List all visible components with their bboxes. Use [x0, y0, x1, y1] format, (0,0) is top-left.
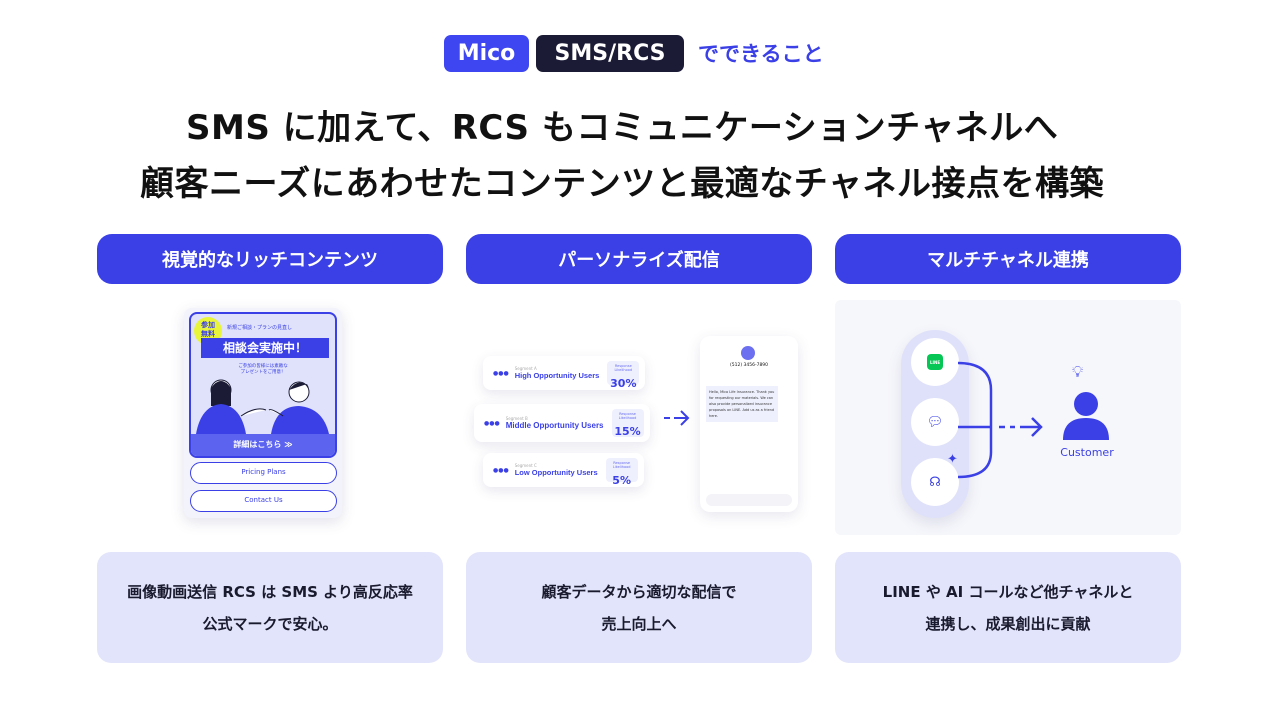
title-line-2: 顧客ニーズにあわせたコンテンツと最適なチャネル接点を構築: [140, 164, 1104, 204]
segment-name: Middle Opportunity Users: [505, 421, 604, 430]
multichannel-illustration: LINE 💬︎ ☊ ✦ 💡︎ Customer: [835, 300, 1181, 535]
users-icon: ●●●: [484, 419, 500, 427]
phone-mockup: (512) 3456-7890 Hello, Mico Life Insuran…: [700, 336, 798, 512]
sparkle-icon: ✦: [947, 452, 958, 467]
segment-label: Segment B: [505, 416, 528, 421]
desc-line-2: 公式マークで安心。: [202, 614, 338, 633]
users-icon: ●●●: [493, 369, 509, 377]
heading-multichannel: マルチチャネル連携: [835, 234, 1181, 284]
heading-personalized: パーソナライズ配信: [466, 234, 812, 284]
likelihood: Response Likelihood 5%: [605, 458, 638, 487]
connector-lines: [957, 361, 1043, 479]
message-input: [706, 494, 792, 506]
likelihood-label: Response Likelihood: [618, 412, 637, 420]
sms-rcs-badge: SMS/RCS: [536, 35, 684, 72]
customer-label: Customer: [1060, 446, 1114, 459]
poster-banner: 相談会実施中！: [201, 338, 329, 358]
people-illustration: [196, 379, 329, 434]
segment-name: High Opportunity Users: [514, 371, 600, 380]
desc-line-1: LINE や AI コールなど他チャネルと: [882, 582, 1134, 601]
segment-name: Low Opportunity Users: [514, 468, 598, 477]
rcs-message: Hello, Mico Life Insurance. Thank you fo…: [706, 386, 778, 422]
likelihood-label: Response Likelihood: [614, 364, 633, 372]
poster-subtitle: 新規ご相談・プランの見直し: [227, 325, 293, 331]
desc-line-2: 売上向上へ: [601, 614, 677, 633]
contact-avatar: [741, 346, 755, 360]
segment-label: Segment A: [514, 366, 537, 371]
likelihood: Response Likelihood 15%: [611, 409, 644, 438]
desc-rich-content: 画像動画送信 RCS は SMS より高反応率公式マークで安心。: [97, 552, 443, 663]
lightbulb-icon: 💡︎: [1072, 362, 1084, 381]
poster: 参加無料 新規ご相談・プランの見直し 相談会実施中！ ご参加の皆様には素敵なプレ…: [189, 312, 337, 458]
mico-badge: Mico: [444, 35, 529, 72]
phone-number: (512) 3456-7890: [729, 363, 769, 368]
segment-label: Segment C: [514, 463, 537, 468]
rich-content-illustration: 参加無料 新規ご相談・プランの見直し 相談会実施中！ ご参加の皆様には素敵なプレ…: [97, 300, 443, 535]
line-icon: LINE: [927, 354, 943, 370]
desc-line-1: 画像動画送信 RCS は SMS より高反応率: [127, 582, 413, 601]
users-icon: ●●●: [493, 466, 509, 474]
likelihood-value: 15%: [614, 425, 641, 438]
header-suffix: でできること: [698, 42, 824, 66]
sms-channel: 💬︎: [911, 398, 959, 446]
gift-line-1: ご参加の皆様には素敵な: [238, 364, 288, 369]
rcs-card: 参加無料 新規ご相談・プランの見直し 相談会実施中！ ご参加の皆様には素敵なプレ…: [184, 308, 342, 518]
channel-stack: LINE 💬︎ ☊ ✦: [901, 330, 969, 518]
likelihood-label: Response Likelihood: [612, 461, 631, 469]
ai-call-channel: ☊: [911, 458, 959, 506]
contact-us-button[interactable]: Contact Us: [190, 490, 337, 512]
gift-text: ご参加の皆様には素敵なプレゼントをご用意！: [191, 364, 335, 376]
heading-rich-content: 視覚的なリッチコンテンツ: [97, 234, 443, 284]
headset-icon: ☊: [929, 474, 941, 490]
message-icon: 💬︎: [926, 414, 944, 430]
title-line-1: SMS に加えて、RCS もコミュニケーションチャネルへ: [186, 108, 1059, 148]
desc-line-2: 連携し、成果創出に貢献: [925, 614, 1091, 633]
gift-line-2: プレゼントをご用意！: [240, 370, 286, 375]
customer-icon: [1063, 392, 1109, 440]
line-channel: LINE: [911, 338, 959, 386]
details-link[interactable]: 詳細はこちら ≫: [191, 434, 335, 456]
desc-line-1: 顧客データから適切な配信で: [541, 582, 737, 601]
likelihood-value: 30%: [610, 377, 637, 390]
likelihood-value: 5%: [612, 474, 631, 487]
desc-personalized: 顧客データから適切な配信で売上向上へ: [466, 552, 812, 663]
likelihood: Response Likelihood 30%: [607, 361, 640, 390]
desc-multichannel: LINE や AI コールなど他チャネルと連携し、成果創出に貢献: [835, 552, 1181, 663]
pricing-plans-button[interactable]: Pricing Plans: [190, 462, 337, 484]
arrow-icon: [664, 410, 690, 426]
